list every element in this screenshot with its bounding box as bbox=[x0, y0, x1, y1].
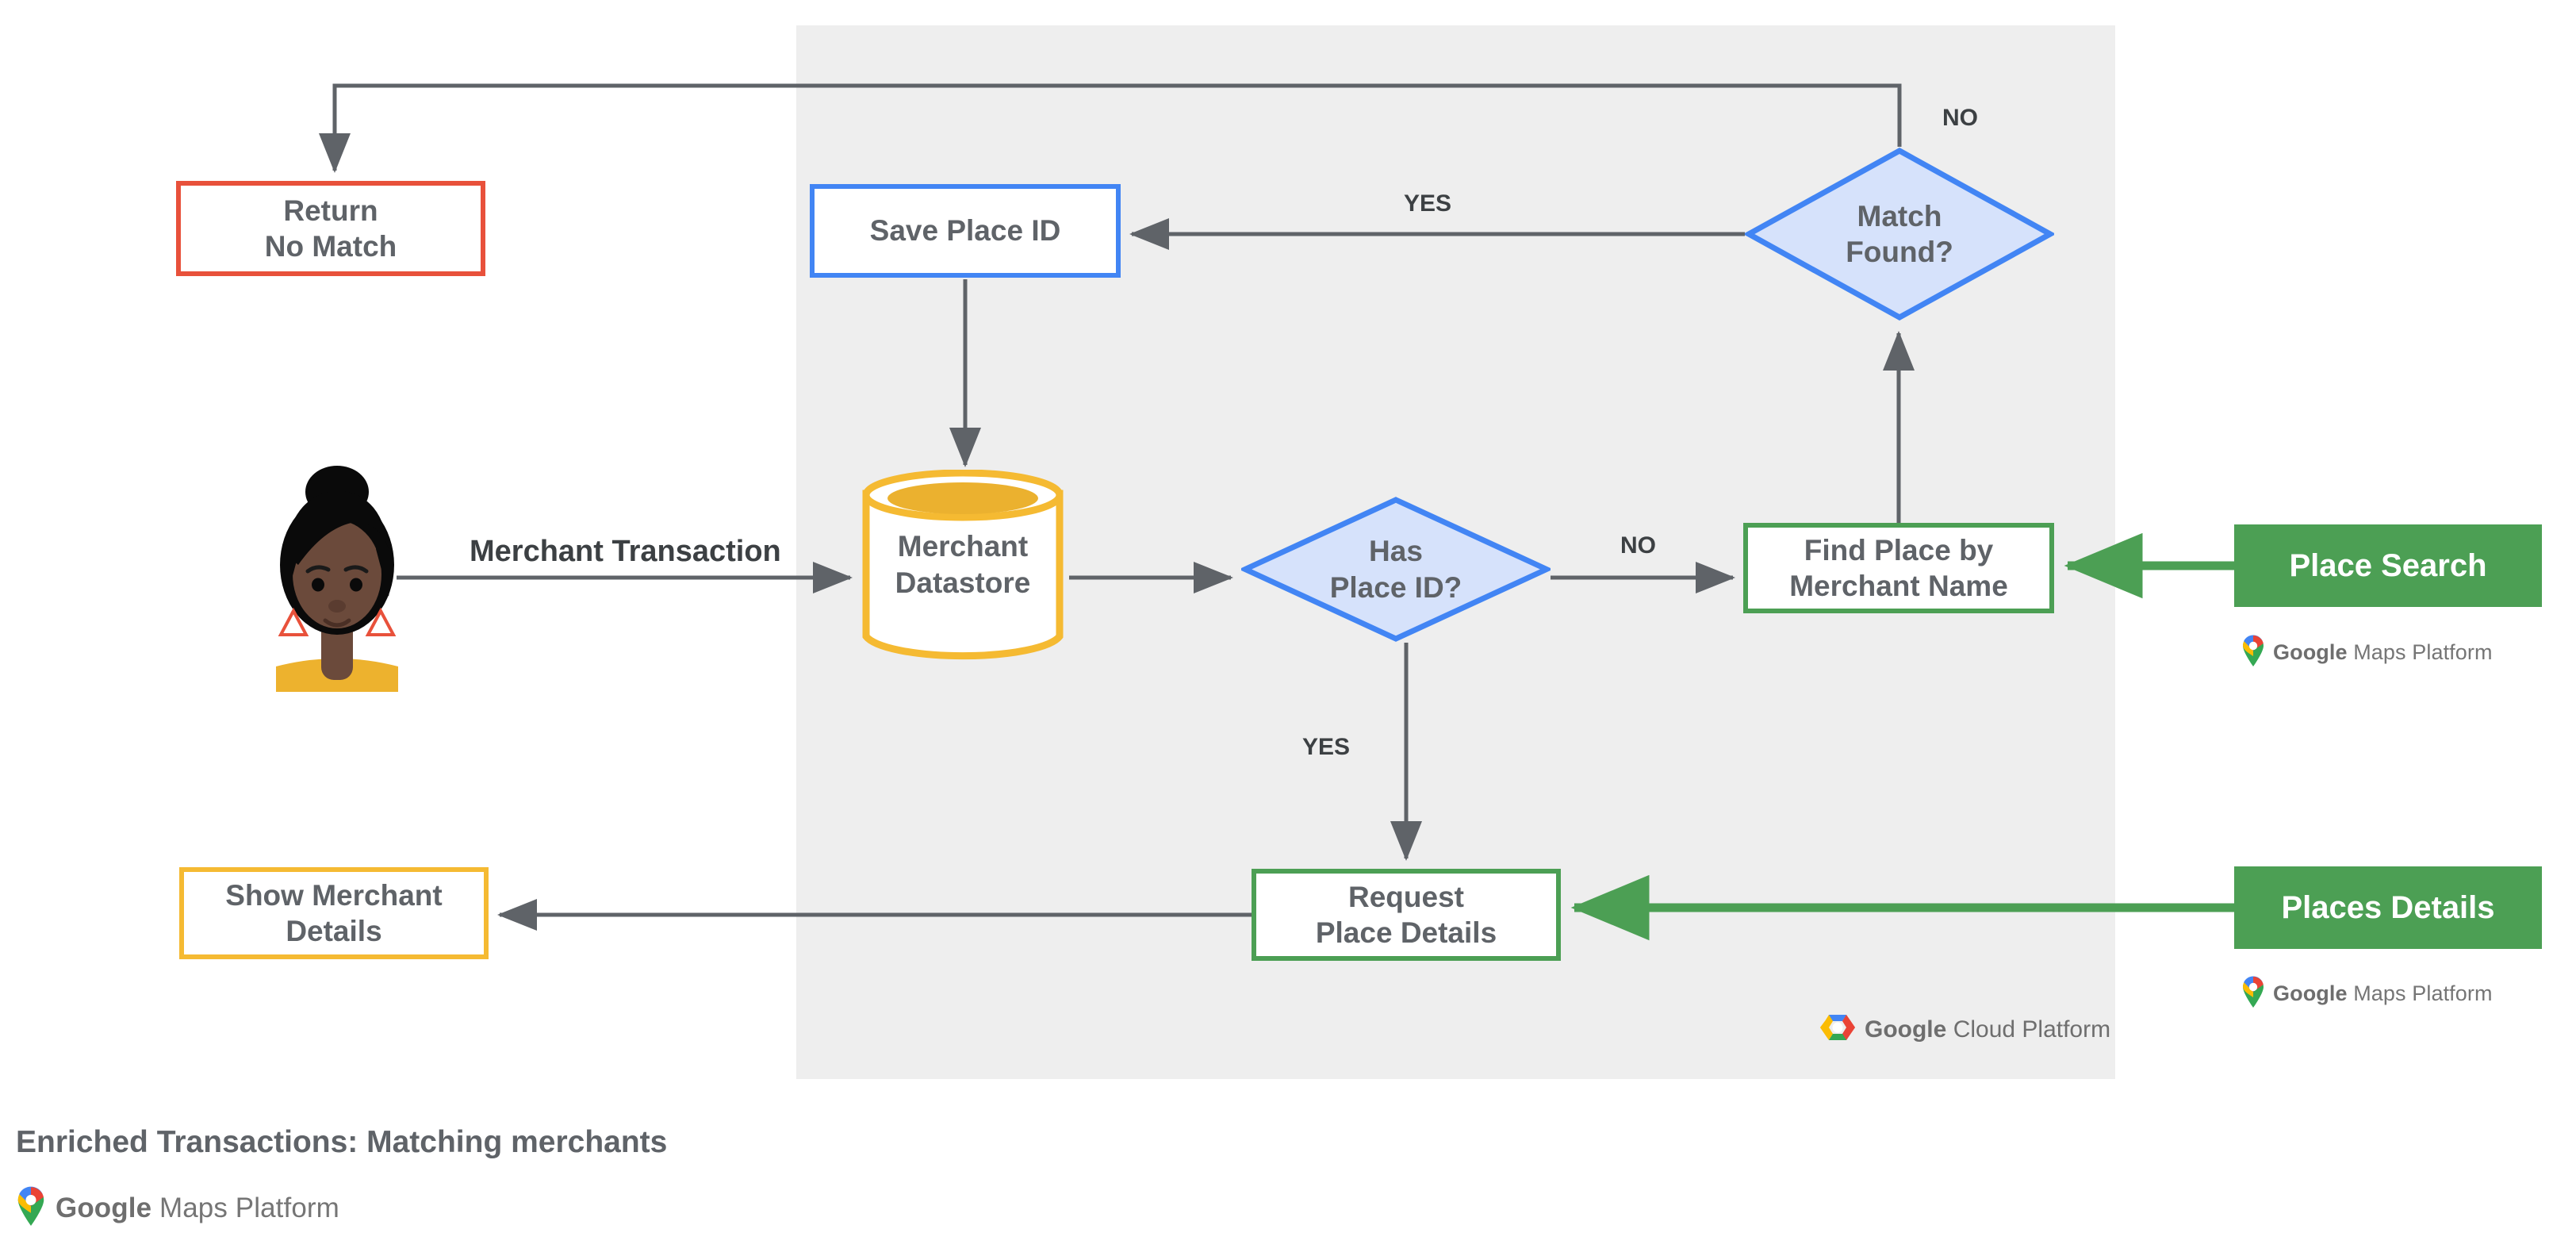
google-maps-pin-icon bbox=[2241, 976, 2265, 1012]
edge-label-match-found-no: NO bbox=[1942, 105, 1978, 131]
edge-label-has-place-id-no: NO bbox=[1620, 532, 1656, 559]
api-chip-places-details-label: Places Details bbox=[2281, 889, 2495, 925]
node-request-place-details[interactable]: Request Place Details bbox=[1252, 869, 1561, 961]
google-maps-platform-wordmark: Google Maps Platform bbox=[2273, 640, 2493, 664]
google-maps-platform-lockup-place-search: Google Maps Platform bbox=[2241, 635, 2493, 670]
page-title: Enriched Transactions: Matching merchant… bbox=[16, 1125, 668, 1159]
edge-label-merchant-transaction: Merchant Transaction bbox=[470, 535, 781, 568]
google-cloud-platform-lockup: Google Cloud Platform bbox=[1820, 1012, 2110, 1047]
node-merchant-datastore[interactable]: Merchant Datastore bbox=[861, 469, 1065, 660]
node-return-no-match[interactable]: Return No Match bbox=[176, 181, 485, 276]
node-find-place-label: Find Place by Merchant Name bbox=[1789, 533, 2008, 602]
node-show-merchant-details-label: Show Merchant Details bbox=[225, 878, 443, 947]
node-return-no-match-label: Return No Match bbox=[264, 194, 397, 263]
node-find-place-by-merchant-name[interactable]: Find Place by Merchant Name bbox=[1743, 523, 2054, 613]
api-chip-places-details[interactable]: Places Details bbox=[2234, 866, 2542, 949]
node-save-place-id-label: Save Place ID bbox=[869, 214, 1061, 248]
node-show-merchant-details[interactable]: Show Merchant Details bbox=[179, 867, 489, 959]
node-save-place-id[interactable]: Save Place ID bbox=[810, 184, 1121, 278]
edge-label-match-found-yes: YES bbox=[1404, 190, 1452, 217]
avatar bbox=[262, 454, 412, 692]
api-chip-place-search[interactable]: Place Search bbox=[2234, 524, 2542, 607]
node-match-found-decision[interactable]: Match Found? bbox=[1745, 147, 2054, 321]
node-has-place-id-decision[interactable]: Has Place ID? bbox=[1241, 496, 1551, 643]
google-maps-platform-wordmark: Google Maps Platform bbox=[56, 1192, 339, 1223]
edge-label-has-place-id-yes: YES bbox=[1302, 734, 1351, 760]
api-chip-place-search-label: Place Search bbox=[2289, 547, 2487, 583]
node-request-place-details-label: Request Place Details bbox=[1315, 880, 1497, 949]
google-cloud-platform-wordmark: Google Cloud Platform bbox=[1865, 1016, 2111, 1043]
google-maps-pin-icon bbox=[16, 1186, 46, 1230]
google-cloud-hexagon-icon bbox=[1820, 1012, 1855, 1047]
footer-google-maps-platform-lockup: Google Maps Platform bbox=[16, 1186, 339, 1230]
google-maps-pin-icon bbox=[2241, 635, 2265, 670]
google-maps-platform-lockup-places-details: Google Maps Platform bbox=[2241, 976, 2493, 1012]
google-maps-platform-wordmark: Google Maps Platform bbox=[2273, 981, 2493, 1005]
